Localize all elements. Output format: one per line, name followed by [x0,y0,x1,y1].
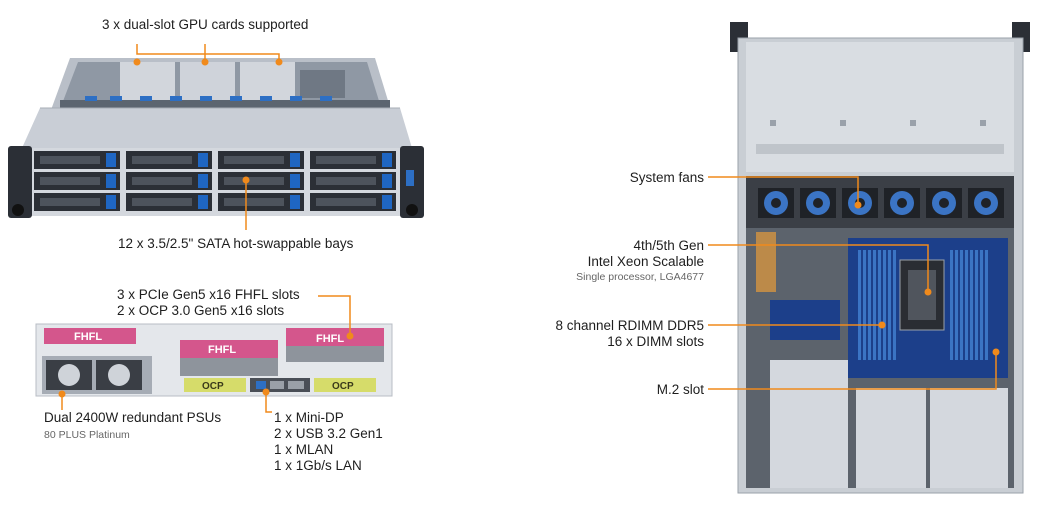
dimm-slot [873,250,876,360]
pcie-slots-label: 3 x PCIe Gen5 x16 FHFL slots [117,287,300,302]
callout-dot-icon [133,58,141,66]
io-line-1: 1 x Mini-DP [274,410,344,425]
fhfl-slot-text-2: FHFL [208,344,236,356]
fhfl-slot-text-3: FHFL [316,333,344,345]
io-line-3: 1 x MLAN [274,442,334,457]
drive-bay [34,151,120,169]
dimm-slot [980,250,983,360]
rear-chassis [35,323,393,397]
drive-bay [310,193,396,211]
io-line-2: 2 x USB 3.2 Gen1 [274,426,383,441]
dimm-slots-label: 16 x DIMM slots [607,334,704,349]
system-fan [968,188,1004,218]
callout-dot-icon [854,201,862,209]
dimm-slot [888,250,891,360]
dimm-slot [950,250,953,360]
dimm-slot [960,250,963,360]
front-chassis [8,58,424,218]
dimm-slot [863,250,866,360]
dimm-slot [970,250,973,360]
system-fan [926,188,962,218]
callout-dot-icon [275,58,283,66]
system-fan [884,188,920,218]
callout-dot-icon [992,348,1000,356]
callout-dot-icon [242,176,250,184]
callout-dot-icon [924,288,932,296]
drive-bay [126,193,212,211]
gpu-support-label: 3 x dual-slot GPU cards supported [102,17,309,32]
cpu-gen-label: 4th/5th Gen [633,238,704,253]
callout-dot-icon [201,58,209,66]
m2-callout [708,352,997,390]
drive-bays-label: 12 x 3.5/2.5" SATA hot-swappable bays [118,236,354,251]
drive-bay [34,172,120,190]
io-line-4: 1 x 1Gb/s LAN [274,458,362,473]
ocp-slot-text-1: OCP [202,381,224,392]
dimm-slot [985,250,988,360]
gpu-callout [136,44,280,62]
psu-label: Dual 2400W redundant PSUs [44,410,222,425]
fans-callout [708,176,859,205]
dimm-slot [965,250,968,360]
ocp-slot-text-2: OCP [332,381,354,392]
drive-bay [310,172,396,190]
top-chassis [730,22,1030,494]
drive-bay [218,193,304,211]
drive-bay [126,172,212,190]
dimm-slot [868,250,871,360]
drive-bay [34,193,120,211]
psu-efficiency-label: 80 PLUS Platinum [44,429,130,441]
callout-dot-icon [58,390,66,398]
system-fan [758,188,794,218]
dimm-slot [883,250,886,360]
ocp-slots-label: 2 x OCP 3.0 Gen5 x16 slots [117,303,285,318]
dimm-slot [955,250,958,360]
cpu-socket-label: Single processor, LGA4677 [576,271,704,283]
system-fans-label: System fans [629,170,704,185]
cpu-family-label: Intel Xeon Scalable [587,254,704,269]
drive-bay [218,151,304,169]
fhfl-slot-text-1: FHFL [74,331,102,343]
callout-dot-icon [262,388,270,396]
pcie-callout [318,295,351,336]
callout-dot-icon [878,321,886,329]
drive-bay [126,151,212,169]
dimm-slot [858,250,861,360]
io-callout [265,392,272,413]
dimm-slot [893,250,896,360]
m2-slot-label: M.2 slot [656,382,704,397]
dimm-slot [878,250,881,360]
drive-bay [310,151,396,169]
cpu-callout [708,244,929,292]
drive-bay [218,172,304,190]
dimm-slot [975,250,978,360]
memory-channel-label: 8 channel RDIMM DDR5 [555,318,704,333]
callout-dot-icon [346,332,354,340]
system-fan [800,188,836,218]
